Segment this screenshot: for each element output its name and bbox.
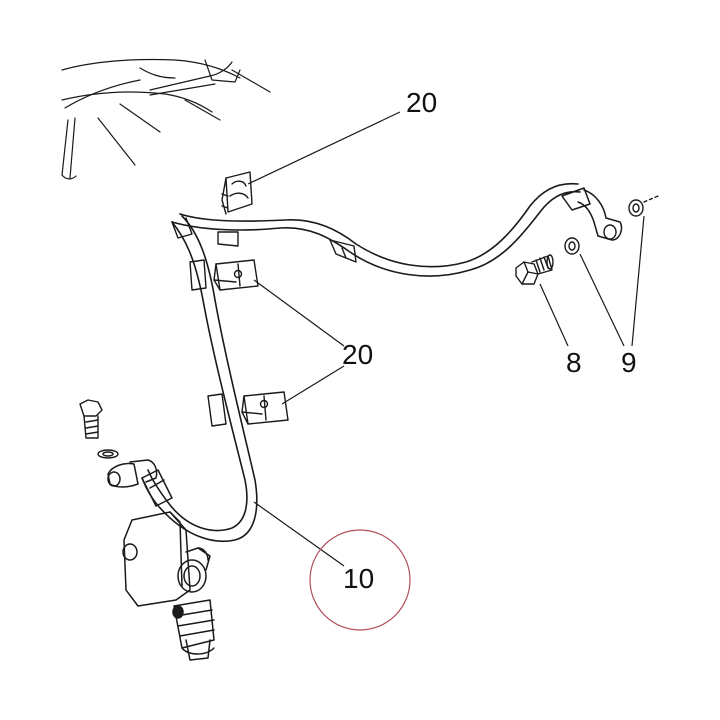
highlight-circle	[309, 529, 411, 631]
frame-outline	[61, 58, 271, 180]
hose-clip-top	[221, 171, 253, 215]
callout-20-top: 20	[406, 87, 437, 118]
callout-10: 10	[343, 563, 374, 594]
banjo-bolt	[515, 254, 554, 285]
brake-hose	[141, 182, 623, 542]
callout-9: 9	[621, 347, 637, 378]
hose-clip-middle-upper	[213, 259, 259, 291]
banjo-bolt-left	[79, 399, 119, 459]
lower-hose-fitting	[107, 459, 173, 507]
hose-clip-middle-lower	[241, 391, 289, 425]
callout-8: 8	[566, 347, 582, 378]
leader-lines	[247, 111, 645, 567]
brake-caliper	[122, 511, 215, 661]
sealing-washers	[564, 195, 659, 255]
callout-20-middle: 20	[342, 339, 373, 370]
